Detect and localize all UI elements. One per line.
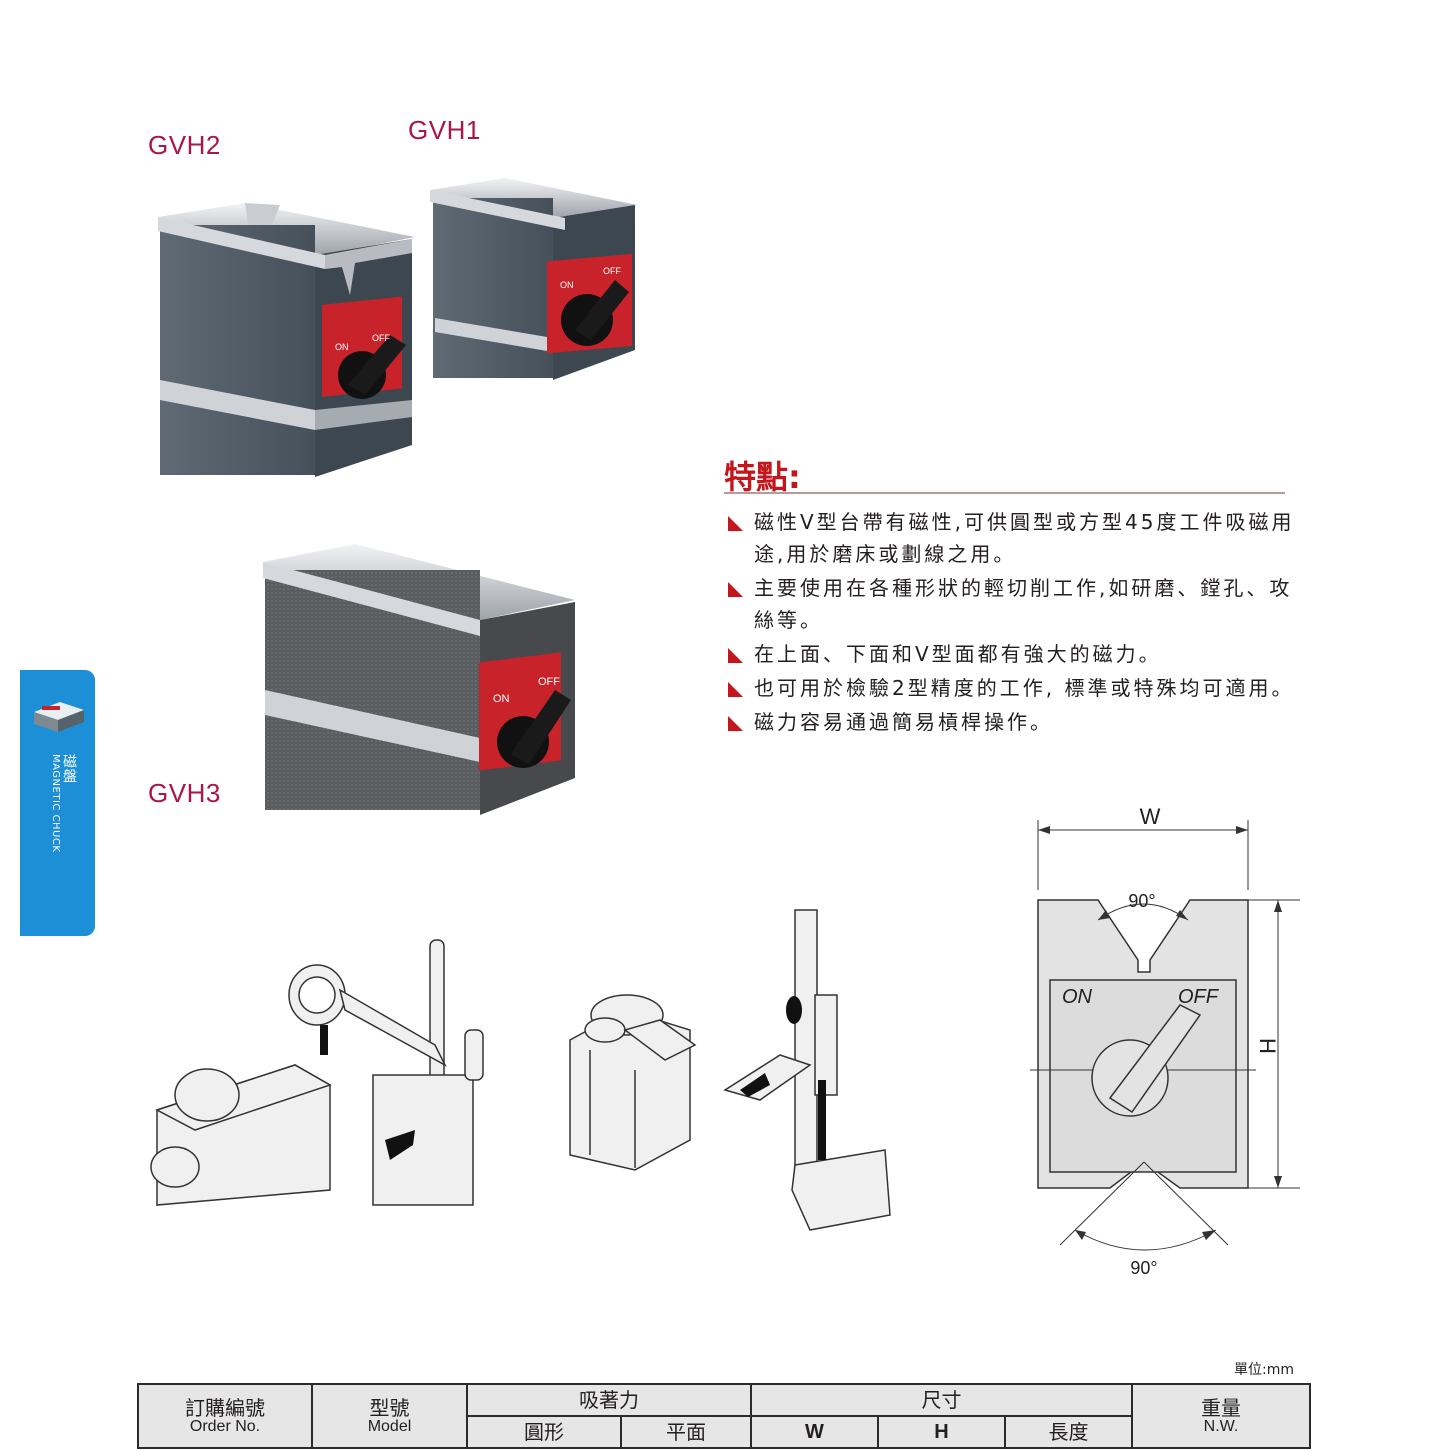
model-label-gvh3: GVH3 — [148, 778, 221, 808]
header-dimensions: 尺寸 — [750, 1383, 1133, 1417]
feature-item: 磁性V型台帶有磁性,可供圓型或方型45度工件吸磁用途,用於磨床或劃線之用。 — [726, 506, 1306, 570]
top-angle-label: 90° — [1128, 891, 1155, 911]
bottom-angle-label: 90° — [1130, 1258, 1157, 1278]
diagram-off-label: OFF — [1178, 986, 1220, 1008]
triangle-bullet-icon — [728, 682, 743, 697]
v-block-dimension-diagram: W H ON OFF 90° 90° — [1030, 804, 1300, 1278]
gvh3-off-label: OFF — [538, 676, 560, 688]
gvh2-on-label: ON — [335, 342, 349, 352]
triangle-bullet-icon — [728, 516, 743, 531]
dial-indicator-usage-drawing — [150, 939, 484, 1206]
gvh1-off-label: OFF — [603, 266, 621, 276]
feature-item: 也可用於檢驗2型精度的工作, 標準或特殊均可適用。 — [726, 672, 1306, 704]
gvh2-photo: ON OFF — [158, 203, 415, 477]
features-title: 特點: — [724, 458, 801, 496]
gvh1-photo: ON OFF — [430, 178, 637, 380]
height-gauge-usage-drawing — [723, 909, 891, 1231]
gvh2-off-label: OFF — [372, 333, 390, 343]
header-flat: 平面 — [620, 1415, 752, 1449]
side-tab-title-en: MAGNETIC CHUCK — [50, 754, 61, 853]
features-list: 磁性V型台帶有磁性,可供圓型或方型45度工件吸磁用途,用於磨床或劃線之用。 主要… — [726, 506, 1306, 740]
gvh3-on-label: ON — [493, 693, 510, 705]
side-tab-title-zh: 磁盤 — [61, 754, 77, 783]
feature-item: 在上面、下面和V型面都有強大的磁力。 — [726, 638, 1306, 670]
side-tab-title: 磁盤 MAGNETIC CHUCK — [48, 754, 77, 853]
triangle-bullet-icon — [728, 648, 743, 663]
width-dimension-label: W — [1140, 804, 1161, 829]
round-workpiece-usage-drawing — [569, 994, 697, 1171]
height-dimension-label: H — [1255, 1038, 1280, 1054]
unit-label: 單位:mm — [1234, 1362, 1294, 1378]
feature-item: 主要使用在各種形狀的輕切削工作,如研磨、鏜孔、攻絲等。 — [726, 572, 1306, 636]
triangle-bullet-icon — [728, 582, 743, 597]
header-w: W — [750, 1415, 879, 1449]
side-tab-magnetic-chuck: 磁盤 MAGNETIC CHUCK — [20, 670, 95, 936]
feature-item: 磁力容易通過簡易槓桿操作。 — [726, 706, 1306, 738]
header-round: 圓形 — [466, 1415, 622, 1449]
features-divider — [724, 492, 1285, 494]
magnetic-chuck-thumbnail — [30, 692, 86, 740]
model-label-gvh1: GVH1 — [408, 115, 481, 145]
triangle-bullet-icon — [728, 716, 743, 731]
header-length: 長度 — [1004, 1415, 1133, 1449]
header-holding-force: 吸著力 — [466, 1383, 752, 1417]
model-label-gvh2: GVH2 — [148, 130, 221, 160]
gvh1-on-label: ON — [560, 280, 574, 290]
diagram-on-label: ON — [1062, 986, 1093, 1008]
header-h: H — [877, 1415, 1006, 1449]
gvh3-photo: ON OFF — [263, 544, 575, 815]
